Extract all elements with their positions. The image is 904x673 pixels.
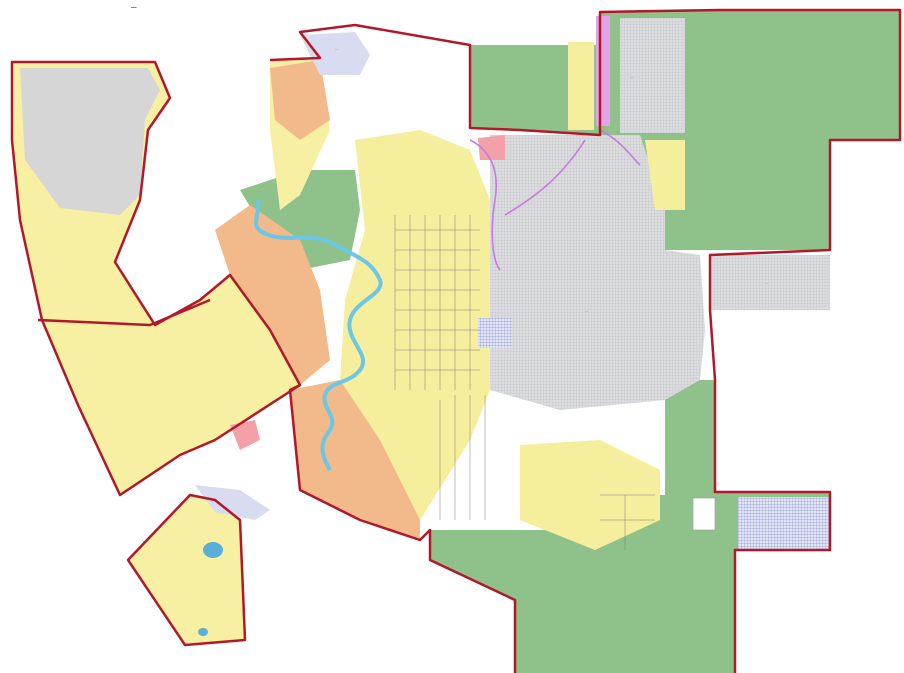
top-marker: – bbox=[131, 2, 137, 13]
industrial-zone-east bbox=[710, 255, 830, 310]
street-grid bbox=[394, 215, 655, 550]
residential-core bbox=[340, 130, 490, 520]
white-plot-east bbox=[692, 497, 716, 531]
orange-plots-north bbox=[270, 60, 330, 140]
residential-north-strip bbox=[568, 42, 594, 130]
blue-hatch-zone-east bbox=[738, 497, 830, 549]
pond-small bbox=[198, 628, 208, 636]
industrial-zone-northwest bbox=[20, 68, 160, 215]
pink-zone-southwest bbox=[230, 420, 260, 450]
lavender-zone-north bbox=[300, 32, 370, 75]
industrial-zone-northeast bbox=[620, 18, 685, 133]
orange-plots-west bbox=[215, 205, 330, 385]
lavender-zone-southwest bbox=[195, 485, 270, 520]
plot-label: … bbox=[630, 75, 633, 79]
forest-zone-center bbox=[240, 170, 360, 270]
pond bbox=[203, 542, 223, 558]
residential-zone-southwest bbox=[128, 495, 245, 645]
city-boundary bbox=[10, 8, 902, 673]
plot-label: … bbox=[765, 281, 768, 285]
blue-hatch-zone-center bbox=[478, 318, 512, 348]
residential-east-strip bbox=[645, 140, 685, 210]
pink-road-strip bbox=[596, 16, 610, 126]
pink-zone-north bbox=[478, 135, 505, 160]
plot-label: … bbox=[335, 47, 338, 51]
river bbox=[253, 199, 383, 472]
industrial-zone-central bbox=[490, 135, 705, 410]
purple-road bbox=[469, 129, 641, 271]
plot-label: … bbox=[585, 309, 588, 313]
